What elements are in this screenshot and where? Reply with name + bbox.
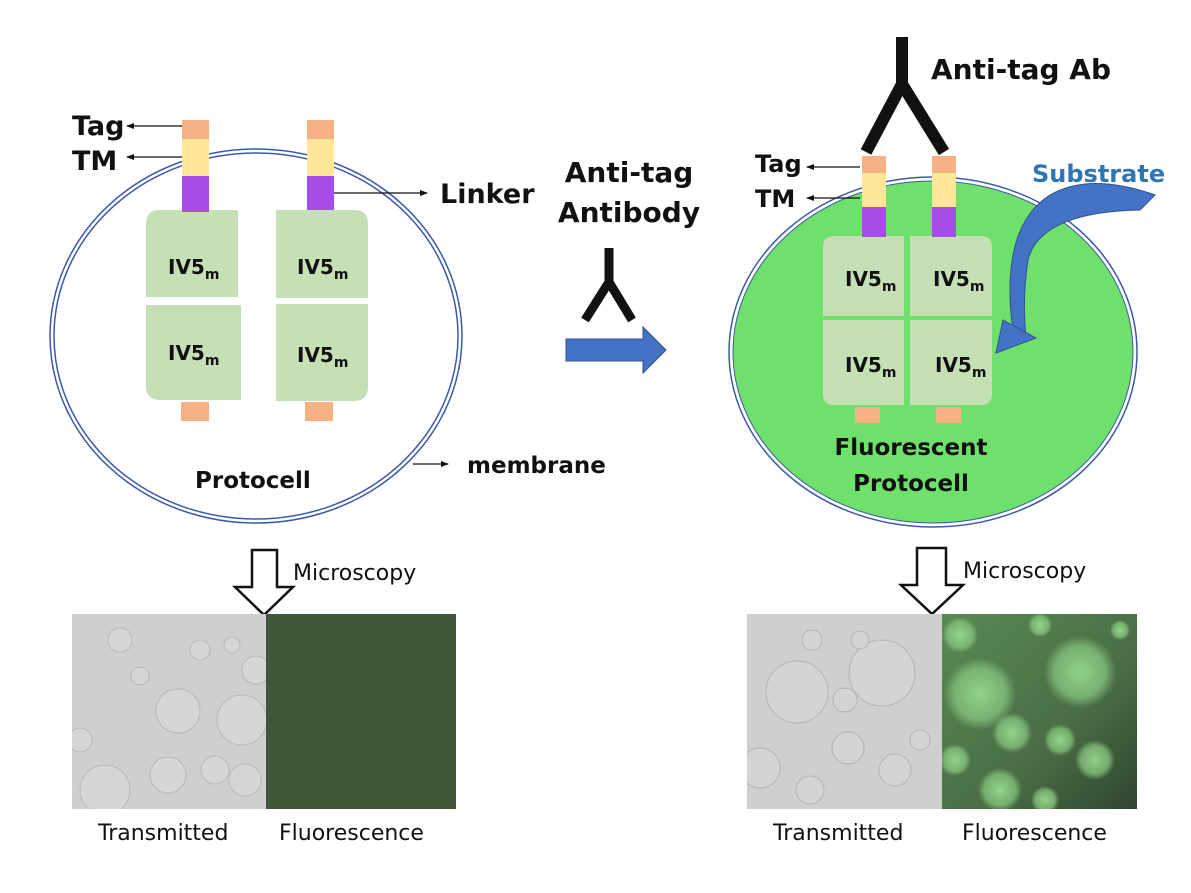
left-tag-2 (307, 120, 334, 139)
left-iv5m-block-tl (146, 210, 238, 297)
left-iv5m-block-br (276, 304, 368, 401)
left-iv5m-label-2: IV5m (297, 255, 348, 283)
right-tag-1 (862, 156, 886, 173)
left-membrane-outer (49, 148, 463, 524)
left-tm-1 (182, 139, 209, 176)
right-fluorescence-image (942, 614, 1137, 809)
right-protocell-group: IV5m IV5m IV5m IV5m Anti-tag Ab Tag TM S… (728, 37, 1165, 528)
right-transmitted-image (747, 614, 942, 809)
linker-label: Linker (440, 179, 535, 210)
right-iv5m-label-3: IV5m (845, 353, 896, 381)
right-tm-2 (932, 173, 956, 207)
substrate-curved-arrow-icon (995, 183, 1156, 354)
left-transmitted-caption: Transmitted (97, 821, 228, 846)
left-microscopy-label: Microscopy (293, 561, 416, 586)
left-transmitted-image (72, 614, 266, 809)
right-iv5m-label-2: IV5m (933, 267, 984, 295)
right-iv5m-label-4: IV5m (935, 353, 986, 381)
right-arrow-icon (565, 325, 667, 375)
left-iv5m-label-3: IV5m (168, 341, 219, 369)
right-bottom-tag-1 (855, 407, 880, 423)
fluorescent-protocell-label-line1: Fluorescent (834, 435, 987, 461)
right-tag-2 (932, 156, 956, 173)
left-iv5m-block-tr (276, 210, 368, 298)
middle-title-line2: Antibody (558, 196, 700, 229)
middle-step-group: Anti-tag Antibody (558, 156, 700, 375)
left-linker-2 (307, 176, 334, 210)
right-iv5m-block-tr (910, 236, 992, 316)
left-bottom-tag-2 (305, 402, 333, 421)
left-iv5m-label-4: IV5m (297, 343, 348, 371)
right-transmitted-caption: Transmitted (772, 821, 903, 846)
right-bottom-tag-2 (936, 407, 961, 423)
left-iv5m-label-1: IV5m (168, 255, 219, 283)
right-iv5m-block-tl (823, 236, 904, 316)
right-microscopy-group: Microscopy (747, 546, 1137, 846)
protocell-label: Protocell (195, 468, 311, 494)
left-fluorescence-caption: Fluorescence (279, 821, 424, 846)
anti-tag-ab-label: Anti-tag Ab (931, 53, 1111, 86)
left-membrane-inner (53, 152, 459, 520)
right-microscopy-down-arrow-icon (897, 546, 967, 616)
right-tag-label: Tag (755, 150, 802, 178)
left-protocell-group: IV5m IV5m IV5m IV5m Tag TM Linker membra… (49, 111, 606, 524)
right-iv5m-block-br (910, 320, 992, 405)
left-tm-label: TM (72, 146, 117, 177)
left-bottom-tag-1 (181, 402, 209, 421)
right-fluorescence-caption: Fluorescence (962, 821, 1107, 846)
right-microscopy-label: Microscopy (963, 559, 1086, 584)
left-microscopy-down-arrow-icon (231, 548, 297, 617)
left-fluorescence-image (266, 614, 456, 809)
fluorescent-protocell-label-line2: Protocell (853, 471, 969, 497)
left-iv5m-block-bl (146, 305, 241, 400)
left-linker-1 (182, 176, 209, 212)
right-tm-1 (862, 173, 886, 207)
right-iv5m-block-bl (823, 320, 904, 405)
anti-tag-ab-icon (860, 37, 950, 156)
middle-title-line1: Anti-tag (565, 156, 694, 189)
right-linker-1 (862, 207, 886, 237)
membrane-label: membrane (467, 453, 606, 479)
left-tag-1 (182, 120, 209, 139)
right-linker-2 (932, 207, 956, 237)
right-iv5m-label-1: IV5m (845, 267, 896, 295)
left-tm-2 (307, 139, 334, 176)
antibody-y-icon (581, 248, 636, 323)
left-tag-label: Tag (72, 111, 124, 142)
right-tm-label: TM (755, 185, 795, 213)
left-microscopy-group: Microscopy Transmitted Fluorescence (72, 548, 456, 846)
